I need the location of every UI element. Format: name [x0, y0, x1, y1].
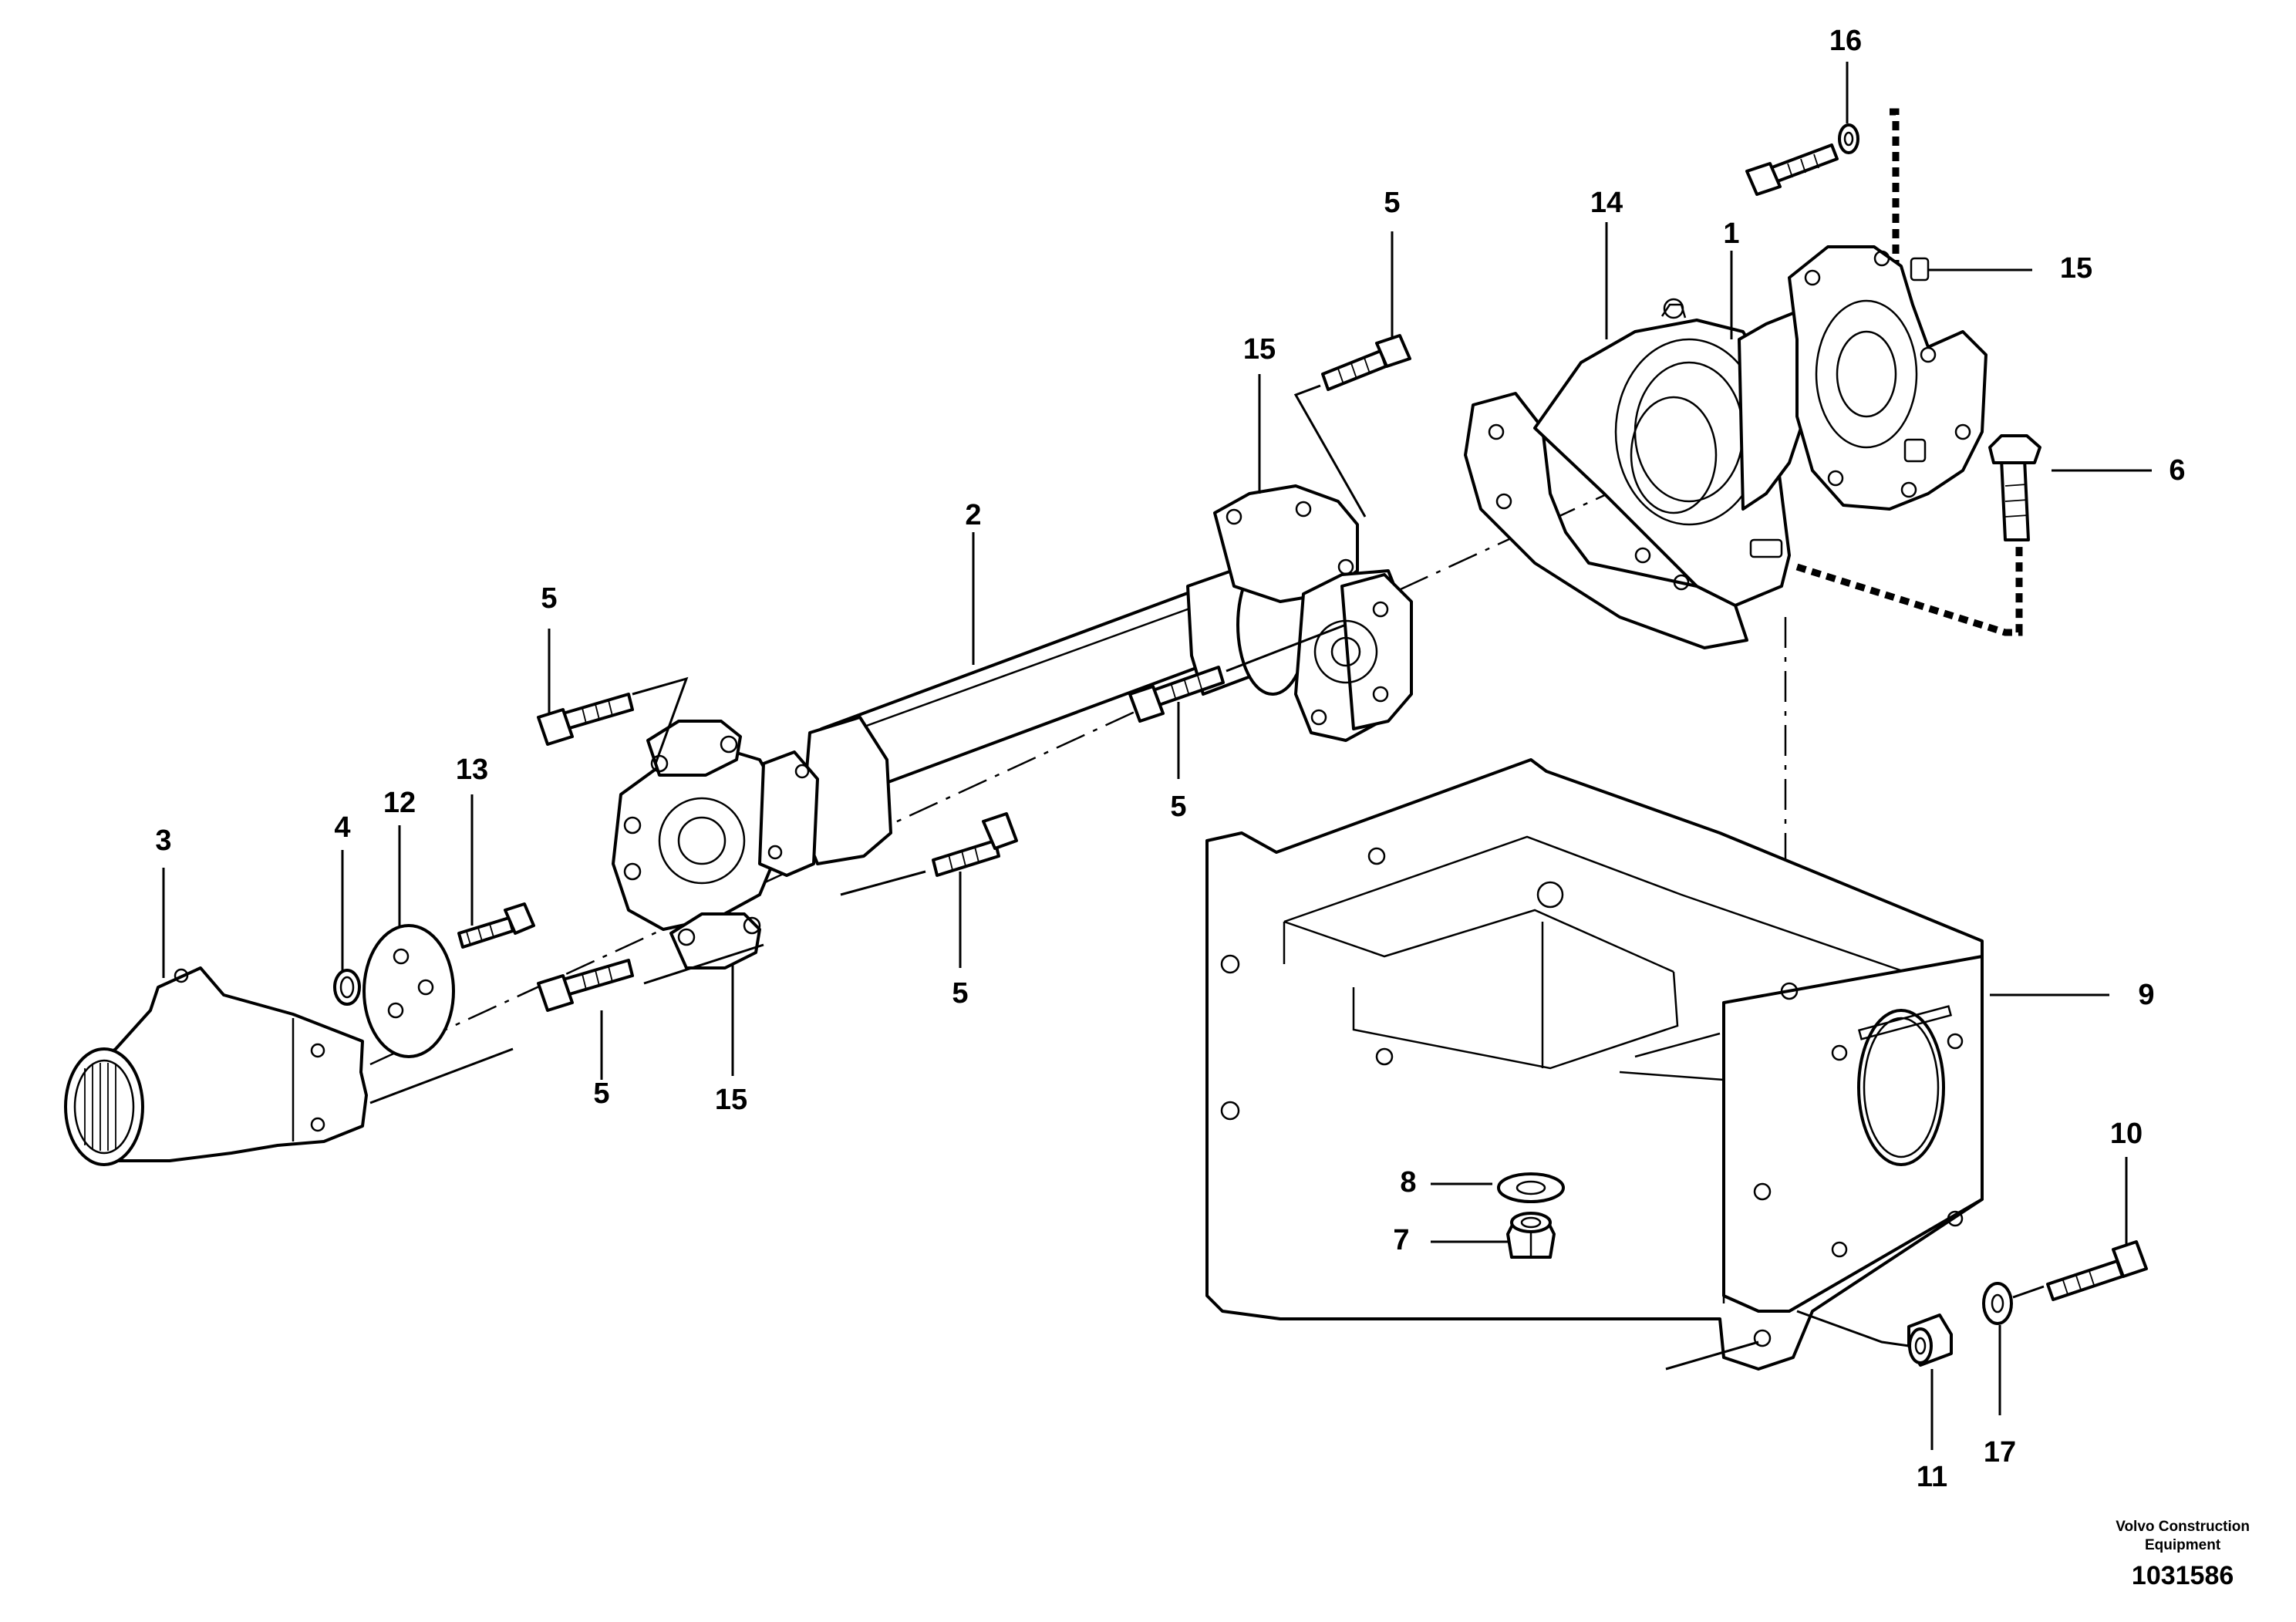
label-part-5-mid-right: 5 — [1170, 791, 1186, 823]
part-3-yoke-sleeve — [64, 966, 368, 1166]
rear-universal-joint — [1213, 484, 1413, 742]
part-16-bolt-washer — [1745, 123, 1859, 196]
part-11-spacer — [1907, 1313, 1953, 1367]
label-part-5-upper-left: 5 — [541, 582, 557, 615]
part-6-flange-bolt — [1988, 434, 2041, 541]
connector-5-ujoint-lower — [643, 943, 764, 985]
label-part-16: 16 — [1829, 25, 1862, 57]
label-part-4: 4 — [334, 811, 350, 844]
company-name-line-1: Volvo Construction — [2116, 1519, 2250, 1535]
label-part-7: 7 — [1393, 1224, 1409, 1256]
hidden-path-16-to-bearing — [1890, 108, 1900, 401]
connector-17-10 — [2012, 1285, 2045, 1299]
label-part-8: 8 — [1400, 1166, 1416, 1199]
connector-5-rear-ujoint — [1226, 623, 1347, 673]
connector-bracket-lower-left — [1665, 1340, 1759, 1371]
connector-3-12 — [369, 1047, 514, 1104]
label-part-1: 1 — [1723, 218, 1739, 250]
label-part-15-top: 15 — [1243, 333, 1276, 366]
company-name-line-2: Equipment — [2145, 1537, 2221, 1553]
part-8-washer — [1497, 1172, 1565, 1203]
label-part-13: 13 — [456, 754, 488, 786]
part-7-flange-nut — [1506, 1212, 1556, 1259]
part-1-coupling-flange — [1738, 245, 1988, 511]
shaft-centre-axis — [369, 469, 1659, 1066]
label-part-2: 2 — [965, 499, 981, 531]
label-part-9: 9 — [2138, 979, 2154, 1011]
part-5-bolt-mid-right — [1128, 666, 1225, 723]
drawing-footer: Volvo Construction Equipment 1031586 — [2116, 1518, 2250, 1591]
label-part-15-bottom: 15 — [715, 1084, 747, 1116]
part-14-bearing-housing — [1464, 298, 1791, 649]
label-part-14: 14 — [1590, 187, 1623, 219]
part-13-bolt — [457, 902, 535, 949]
drawing-number: 1031586 — [2131, 1561, 2234, 1590]
part-17-washer — [1982, 1282, 2013, 1325]
part-5-bolt-lower-mid — [932, 812, 1018, 877]
part-5-bolt-lower-left — [537, 959, 634, 1012]
label-part-5-lower-left: 5 — [593, 1077, 609, 1110]
part-10-bolt — [2046, 1240, 2148, 1301]
hidden-path-bearing-to-6 — [1795, 540, 2023, 636]
label-part-5-lower-mid: 5 — [952, 977, 968, 1010]
label-part-3: 3 — [155, 824, 171, 857]
label-part-5-top: 5 — [1384, 187, 1400, 219]
label-part-12: 12 — [383, 787, 416, 819]
part-12-washer-plate — [362, 924, 455, 1058]
label-part-15-right: 15 — [2060, 252, 2092, 285]
connector-bracket-11 — [1796, 1310, 1910, 1347]
label-part-17: 17 — [1984, 1436, 2016, 1469]
front-universal-joint — [612, 716, 892, 969]
part-5-bolt-top — [1321, 334, 1411, 391]
connector-5-shaft — [840, 870, 926, 896]
part-9-mounting-bracket — [1205, 758, 1984, 1371]
label-part-11: 11 — [1917, 1461, 1947, 1493]
part-5-bolt-upper-left — [537, 693, 634, 746]
connector-5-ujoint-upper — [632, 676, 689, 764]
label-part-6: 6 — [2169, 454, 2185, 487]
part-4-ring — [333, 969, 361, 1006]
part-2-propeller-shaft — [820, 554, 1309, 800]
connector-5-top — [1293, 384, 1367, 518]
label-part-10: 10 — [2110, 1118, 2143, 1150]
